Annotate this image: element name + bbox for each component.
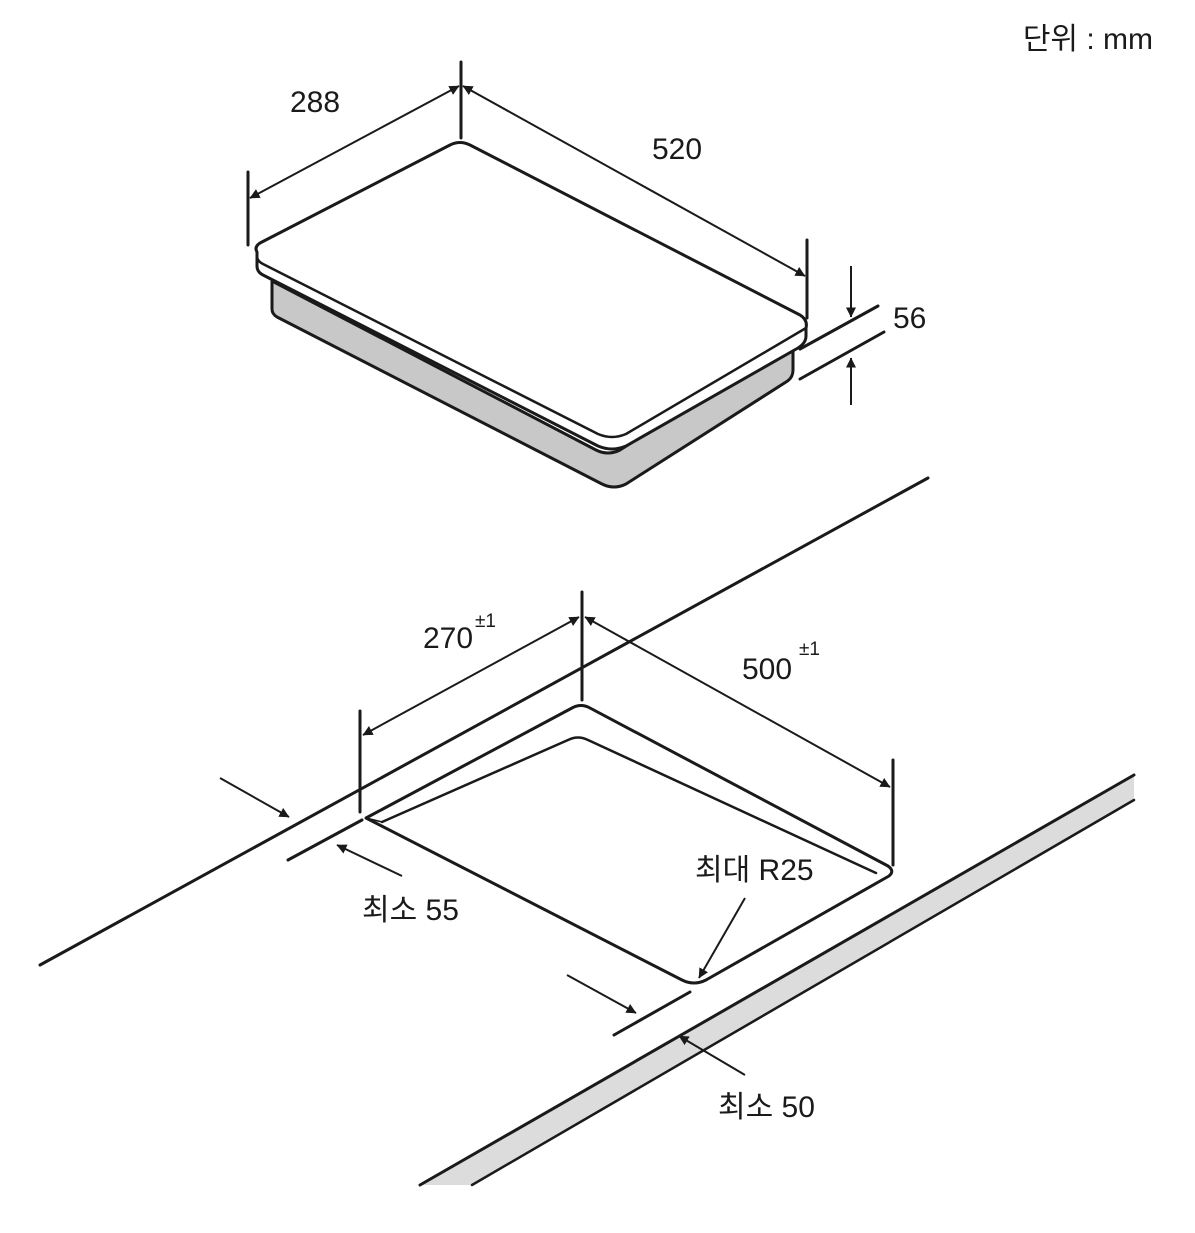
countertop [38,476,1136,1187]
arrow [678,1035,746,1076]
cutout-width-dimension: 500 ±1 [584,616,895,867]
hob-body [270,279,795,489]
corner-radius-label: 최대 R25 [695,854,814,887]
hob-depth-dimension: 288 [246,60,463,247]
cutout-opening [364,704,894,985]
arrow [219,777,290,818]
extension-line [798,330,886,381]
hob-height-label: 56 [893,302,926,335]
cutout-depth-dimension: 270 ±1 [358,590,584,814]
extension-line [612,990,692,1037]
corner-radius-callout: 최대 R25 [695,854,814,979]
cutout-width-label: 500 [742,653,792,686]
arrow [336,844,403,877]
hob-height-dimension: 56 [798,266,926,405]
dimension-line [362,616,580,736]
dimension-line [584,616,891,788]
countertop-front-line [418,773,1136,1187]
arrow [566,974,637,1014]
hob-unit [254,141,808,489]
hob-width-dimension: 520 [462,85,809,320]
cutout-corner [365,817,383,823]
front-clearance-label: 최소 50 [718,1091,815,1124]
extension-line [798,304,880,351]
cutout-width-tolerance: ±1 [799,639,820,660]
hob-glass-edge [255,250,808,439]
hob-width-label: 520 [652,133,702,166]
cutout-depth-tolerance: ±1 [475,611,496,632]
dimension-line [462,85,806,277]
unit-label: 단위 : mm [1023,23,1153,56]
rear-clearance-dimension: 최소 55 [219,777,459,927]
hob-depth-label: 288 [290,86,340,119]
cutout-depth-label: 270 [423,622,473,655]
leader-arrow [698,897,746,979]
front-clearance-dimension: 최소 50 [566,974,815,1124]
countertop-front-lower-line [470,798,1136,1187]
rear-clearance-label: 최소 55 [362,894,459,927]
dimension-line [249,85,460,199]
extension-line [286,818,364,862]
cutout-outer-outline [364,704,894,985]
